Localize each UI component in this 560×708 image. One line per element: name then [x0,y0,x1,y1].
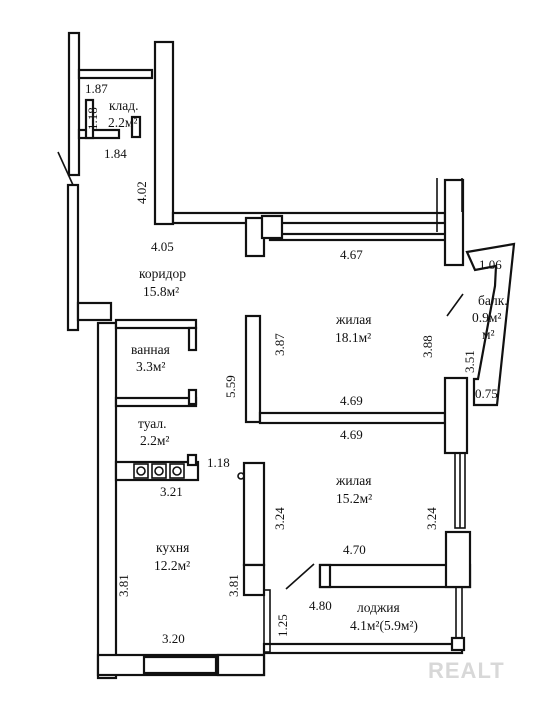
dim-living1-bottom: 4.69 [340,393,363,408]
living1-east-wall [443,178,465,267]
entry-door-swing [57,151,74,186]
corridor-name: коридор [139,266,186,281]
storage-area: 2.2м² [108,115,137,130]
bathroom-area: 3.3м² [136,359,165,374]
doors [57,151,464,590]
dimension-labels: 1.87 1.18 1.84 4.02 4.05 4.67 3.87 3.88 … [85,81,502,646]
top-wall-jamb [260,214,284,240]
dim-corridor-width: 4.05 [151,239,174,254]
bath-bottom-wall [114,396,198,408]
dim-balcony-top: 1.06 [479,257,502,272]
dim-living2-left: 3.24 [272,507,287,530]
entry-west-wall [66,183,80,332]
living2-area: 15.2м² [336,491,372,506]
dim-corridor-vertical: 4.02 [134,181,149,204]
balcony-railing [465,242,516,407]
dim-living2-top: 4.69 [340,427,363,442]
kitchen-east-wall [242,461,266,567]
top-wall-living1 [171,211,447,225]
storage-top-wall [77,68,154,80]
corridor-area: 15.8м² [143,284,179,299]
kitchen-south-east-wall [216,653,266,677]
balcony-area: 0.9м² [472,310,501,325]
dim-toilet-width: 1.18 [207,455,230,470]
dim-kitchen-left: 3.81 [116,574,131,597]
living1-name: жилая [335,312,372,327]
toilet-area: 2.2м² [140,433,169,448]
dim-balcony-bottom: 0.75 [475,386,498,401]
kitchen-appliances [133,463,185,479]
dim-kitchen-right: 3.81 [226,574,241,597]
bath-top-wall [114,318,198,330]
kitchen-east-lower [242,563,266,597]
storage-bottom-wall [77,128,121,140]
balcony-name: балк. [478,293,508,308]
living2-south-jamb [318,563,332,589]
dim-kitchen-top: 3.21 [160,484,183,499]
living1-west-wall [244,314,262,424]
dim-loggia-width: 4.80 [309,598,332,613]
loggia-door-swing [285,563,315,590]
bathroom-name: ванная [131,342,170,357]
dim-kitchen-bottom: 3.20 [162,631,185,646]
toilet-door-stub [187,388,198,406]
dim-corridor-height: 5.59 [223,375,238,398]
dim-living1-left: 3.87 [272,333,287,356]
bath-door-stub [187,326,198,352]
kitchen-area: 12.2м² [154,558,190,573]
storage-name: клад. [109,98,139,113]
loggia-south-rail [262,642,464,655]
kitchen-name: кухня [156,540,189,555]
toilet-name: туал. [138,416,167,431]
storage-door-stub [130,115,142,139]
corridor-east-wall [153,40,175,226]
loggia-name: лоджия [357,600,400,615]
storage-inner-post [84,98,95,140]
loggia-post [450,636,466,652]
dim-balcony-side: 3.51 [462,350,477,373]
dim-loggia-depth: 1.25 [275,614,290,637]
outer-west-wall [96,321,118,680]
loggia-area: 4.1м²(5.9м²) [350,618,418,633]
dim-living2-bottom: 4.70 [343,542,366,557]
living2-east-wall [443,376,469,455]
dim-storage-width: 1.87 [85,81,108,96]
kitchen-top-post [186,453,198,467]
living-divider [258,411,447,425]
walls [66,31,516,680]
kitchen-window [142,655,218,675]
living2-name: жилая [335,473,372,488]
dim-living2-right: 3.24 [424,507,439,530]
balcony-door-swing [446,293,464,317]
watermark: REALT [428,658,505,683]
balcony-area-suffix: м² [482,327,495,342]
storage-left-wall [67,31,81,177]
living1-area: 18.1м² [335,330,371,345]
dim-living1-top: 4.67 [340,247,363,262]
dim-storage-depth: 1.18 [85,107,100,130]
room-labels: клад. 2.2м² коридор 15.8м² ванная 3.3м² … [108,98,508,633]
loggia-west-rail [263,589,271,653]
entry-sill [76,301,113,322]
dim-living1-right: 3.88 [420,335,435,358]
loggia-east-block [444,530,472,589]
dim-entry: 1.84 [104,146,127,161]
top-wall-segment [268,232,448,242]
